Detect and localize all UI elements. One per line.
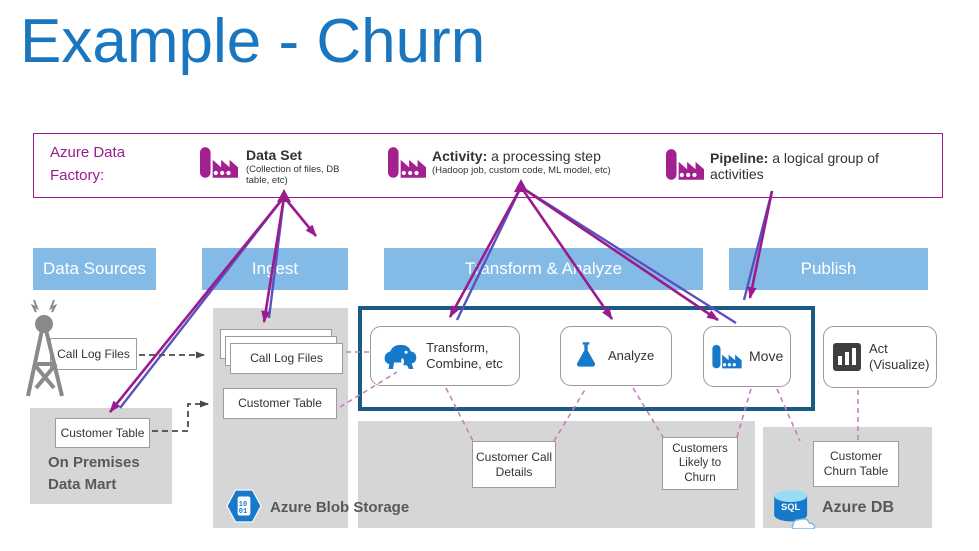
azure-db-label: Azure DB <box>822 499 895 516</box>
act-visualize-box: Act (Visualize) <box>823 326 937 388</box>
header-data-sources: Data Sources <box>33 248 156 290</box>
customers-likely-to-churn-box: Customers Likely to Churn <box>662 437 738 490</box>
slide-title: Example - Churn <box>20 7 486 76</box>
ml-flask-icon <box>573 341 599 371</box>
azure-blob-storage-icon: 10 01 <box>226 489 262 523</box>
blob-binary-2: 01 <box>239 508 247 516</box>
arrow-dataset-short <box>282 196 318 237</box>
analyze-label: Analyze <box>608 348 655 364</box>
data-set-factory-icon <box>200 146 238 180</box>
customer-churn-table-box: Customer Churn Table <box>813 441 899 487</box>
act-label: Act (Visualize) <box>869 341 930 372</box>
ingest-customer-table-box: Customer Table <box>223 388 337 419</box>
legend-activity: Activity: a processing step (Hadoop job,… <box>432 148 682 176</box>
sql-label: SQL <box>781 501 801 512</box>
analyze-activity-box: Analyze <box>560 326 672 386</box>
pipeline-title-bold: Pipeline: <box>710 150 769 166</box>
pipeline-factory-icon <box>666 148 704 182</box>
header-publish: Publish <box>729 248 928 290</box>
source-customer-table-box: Customer Table <box>55 418 150 448</box>
cell-tower-icon <box>22 298 66 402</box>
legend-pipeline: Pipeline: a logical group of activities <box>710 150 925 182</box>
dataset-subtitle: (Collection of files, DB table, etc) <box>246 164 340 187</box>
legend-dataset: Data Set (Collection of files, DB table,… <box>246 147 346 187</box>
dataset-title: Data Set <box>246 147 303 163</box>
on-premises-label: On Premises Data Mart <box>48 454 140 493</box>
transform-activity-box: Transform, Combine, etc <box>370 326 520 386</box>
move-label: Move <box>749 348 784 365</box>
activity-subtitle: (Hadoop job, custom code, ML model, etc) <box>432 165 611 177</box>
azure-blob-storage-label: Azure Blob Storage <box>270 499 410 516</box>
azure-data-factory-label: Azure Data Factory: <box>50 144 126 184</box>
transform-label: Transform, Combine, etc <box>426 340 503 371</box>
customer-call-details-box: Customer Call Details <box>472 441 556 488</box>
azure-sql-db-icon: SQL <box>774 490 816 529</box>
power-bi-chart-icon <box>833 343 861 371</box>
hadoop-elephant-icon <box>381 341 418 371</box>
header-ingest: Ingest <box>202 248 348 290</box>
activity-title-rest: a processing step <box>487 148 601 164</box>
move-factory-icon <box>712 344 742 370</box>
move-activity-box: Move <box>703 326 791 387</box>
ingest-call-log-files-box: Call Log Files <box>230 343 343 374</box>
pipeline-title-rest: a logical group of activities <box>710 150 879 183</box>
header-transform-analyze: Transform & Analyze <box>384 248 703 290</box>
activity-factory-icon <box>388 146 426 180</box>
blob-binary-1: 10 <box>239 501 247 509</box>
activity-title-bold: Activity: <box>432 148 488 164</box>
